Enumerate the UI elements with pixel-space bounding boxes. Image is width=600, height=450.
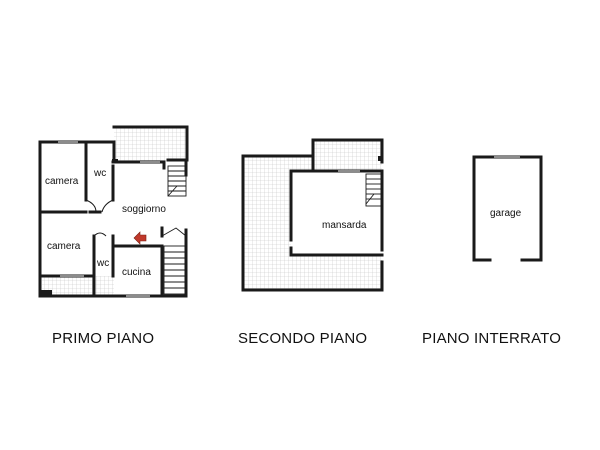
terrace-bottom [42,276,114,296]
stairs-mansarda [365,173,383,207]
stairs-lower [161,227,187,295]
room-label-mansarda: mansarda [322,220,367,231]
piano-interrato-plan: garage [472,155,543,262]
room-label-wc-top: wc [93,168,106,179]
secondo-piano-plan: mansarda [241,138,384,292]
room-label-garage: garage [490,208,522,219]
entrance-arrow-icon [133,231,147,245]
room-label-camera-bottom: camera [47,241,81,252]
room-label-soggiorno: soggiorno [122,204,166,215]
caption-piano-interrato: PIANO INTERRATO [422,330,562,347]
room-label-cucina: cucina [122,267,151,278]
caption-primo-piano: PRIMO PIANO [52,330,155,347]
stairs-upper [167,165,187,197]
room-label-wc-bottom: wc [96,258,109,269]
room-label-camera-top: camera [45,176,79,187]
primo-piano-plan: camera wc soggiorno camera wc cucina [38,125,189,298]
balcony-top [114,127,186,161]
caption-secondo-piano: SECONDO PIANO [238,330,368,347]
